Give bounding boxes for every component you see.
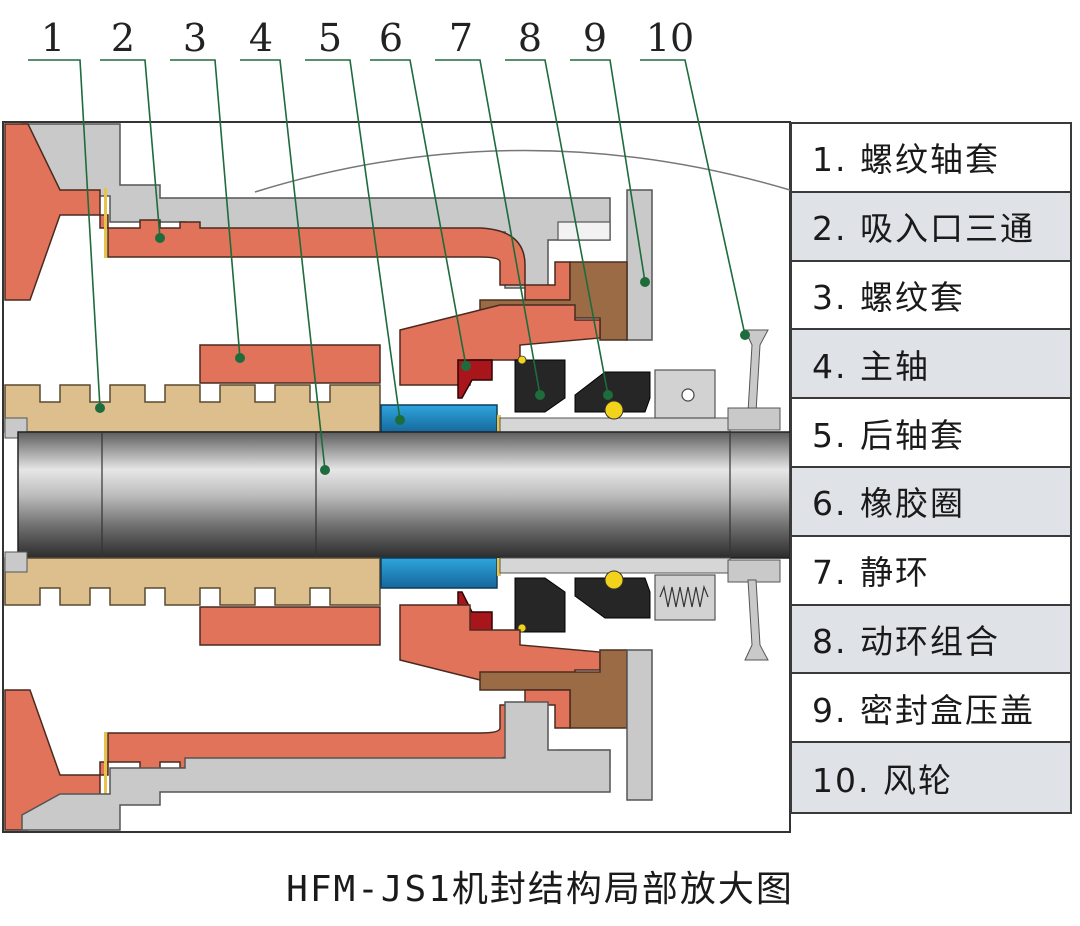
leader-2 xyxy=(100,59,161,239)
gland-cover-top xyxy=(626,189,653,341)
sleeve-1-bottom xyxy=(4,557,381,606)
legend-item-8: 8. 动环组合 xyxy=(792,605,1070,675)
legend-item-10: 10. 风轮 xyxy=(792,743,1070,812)
leader-lines xyxy=(28,59,746,471)
impeller-arc xyxy=(254,149,791,193)
leader-7 xyxy=(435,59,541,396)
main-shaft xyxy=(17,431,791,559)
thread-sleeve-3-top xyxy=(199,344,381,384)
figure-caption: HFM-JS1机封结构局部放大图 xyxy=(286,869,794,910)
callout-6: 6 xyxy=(378,16,404,60)
yellow-seam-bottom xyxy=(104,732,107,802)
leader-10 xyxy=(640,59,746,336)
leader-6 xyxy=(370,59,467,367)
gland-brown-top xyxy=(479,261,628,341)
legend-item-7: 7. 静环 xyxy=(792,537,1070,606)
casing-top xyxy=(4,123,571,301)
gray-sleeve-top xyxy=(499,417,731,434)
rear-sleeve-bottom xyxy=(380,557,498,589)
callout-10: 10 xyxy=(645,16,695,60)
callout-1: 1 xyxy=(40,16,66,60)
retainer-screw-top xyxy=(681,388,695,402)
legend-item-1: 1. 螺纹轴套 xyxy=(792,124,1070,193)
fan-hub-bottom xyxy=(727,559,781,583)
static-ring-bottom xyxy=(514,577,566,633)
static-ring-top xyxy=(514,359,566,413)
sleeve-1-top xyxy=(4,384,381,433)
leader-3 xyxy=(170,59,241,359)
leader-8 xyxy=(505,59,609,396)
parts-legend: 1. 螺纹轴套 2. 吸入口三通 3. 螺纹套 4. 主轴 5. 后轴套 6. … xyxy=(790,122,1072,814)
callout-8: 8 xyxy=(517,16,543,60)
leader-dots xyxy=(95,233,750,475)
yellow-strip-top xyxy=(497,415,501,433)
leader-5 xyxy=(305,59,401,421)
fan-hub-top xyxy=(727,407,781,431)
callout-9: 9 xyxy=(582,16,608,60)
legend-item-4: 4. 主轴 xyxy=(792,330,1070,400)
leader-1 xyxy=(28,59,101,409)
fan-blade-bottom xyxy=(744,579,769,661)
end-cap-bottom xyxy=(4,551,28,573)
thread-sleeve-3-bottom xyxy=(199,606,381,646)
o-ring-small-top xyxy=(517,355,527,365)
callout-5: 5 xyxy=(317,16,343,60)
o-ring-top xyxy=(604,400,624,420)
callout-7: 7 xyxy=(448,16,474,60)
yellow-seam-top xyxy=(104,188,107,258)
yellow-strip-bottom xyxy=(497,558,501,576)
legend-item-5: 5. 后轴套 xyxy=(792,399,1070,468)
spring xyxy=(659,584,709,608)
spring-housing xyxy=(654,574,716,621)
legend-item-2: 2. 吸入口三通 xyxy=(792,192,1070,262)
gland-cover-bottom xyxy=(626,649,653,801)
legend-item-9: 9. 密封盒压盖 xyxy=(792,674,1070,744)
leader-9 xyxy=(570,59,646,283)
tee-gray-bottom xyxy=(21,701,611,831)
leader-4 xyxy=(240,59,326,471)
o-ring-bottom xyxy=(604,570,624,590)
callout-2: 2 xyxy=(110,16,136,60)
bolt-top xyxy=(557,221,611,241)
legend-item-3: 3. 螺纹套 xyxy=(792,262,1070,331)
moving-ring-top xyxy=(574,371,651,413)
callout-4: 4 xyxy=(248,16,274,60)
legend-item-6: 6. 橡胶圈 xyxy=(792,467,1070,537)
callout-3: 3 xyxy=(182,16,208,60)
moving-ring-bottom xyxy=(574,577,651,619)
